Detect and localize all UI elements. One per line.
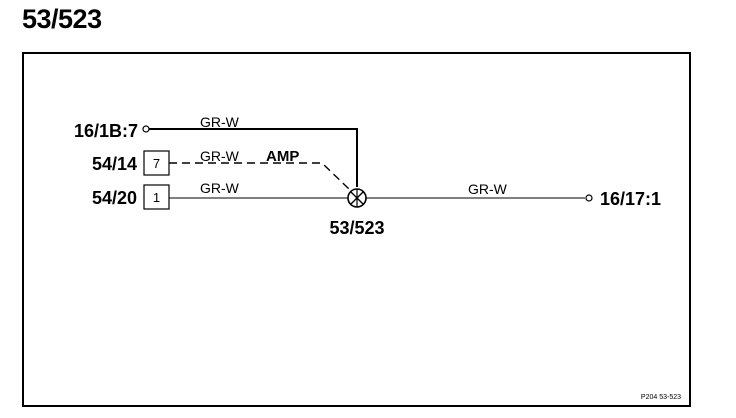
wire-mid-dashed <box>169 162 351 191</box>
terminal-16-17-1 <box>585 194 593 202</box>
pin-box-7 <box>143 150 170 176</box>
connector-54-20-label: 54/20 <box>92 188 137 208</box>
pin-1-label: 1 <box>153 190 160 205</box>
footer-reference: P204 53-523 <box>641 394 681 401</box>
page-title: 53/523 <box>22 4 102 34</box>
connector-16-1b-7-label: 16/1B:7 <box>74 121 138 141</box>
splice-icon <box>347 188 367 208</box>
wire-right-color: GR-W <box>468 181 508 197</box>
terminal-16-1b-7 <box>142 125 150 133</box>
splice-label: 53/523 <box>329 218 384 238</box>
wire-bottom-color: GR-W <box>200 180 240 196</box>
wire-mid-color: GR-W <box>200 148 240 164</box>
wire-mid-amp-note: AMP <box>266 148 299 165</box>
diagram-frame <box>22 52 691 407</box>
pin-box-1 <box>143 184 170 210</box>
wire-top-line <box>149 128 358 187</box>
wire-top <box>142 125 358 187</box>
pin-7-label: 7 <box>153 156 160 171</box>
wire-top-color: GR-W <box>200 114 240 130</box>
connector-16-17-1-label: 16/17:1 <box>600 189 661 209</box>
connector-54-14-label: 54/14 <box>92 154 137 174</box>
